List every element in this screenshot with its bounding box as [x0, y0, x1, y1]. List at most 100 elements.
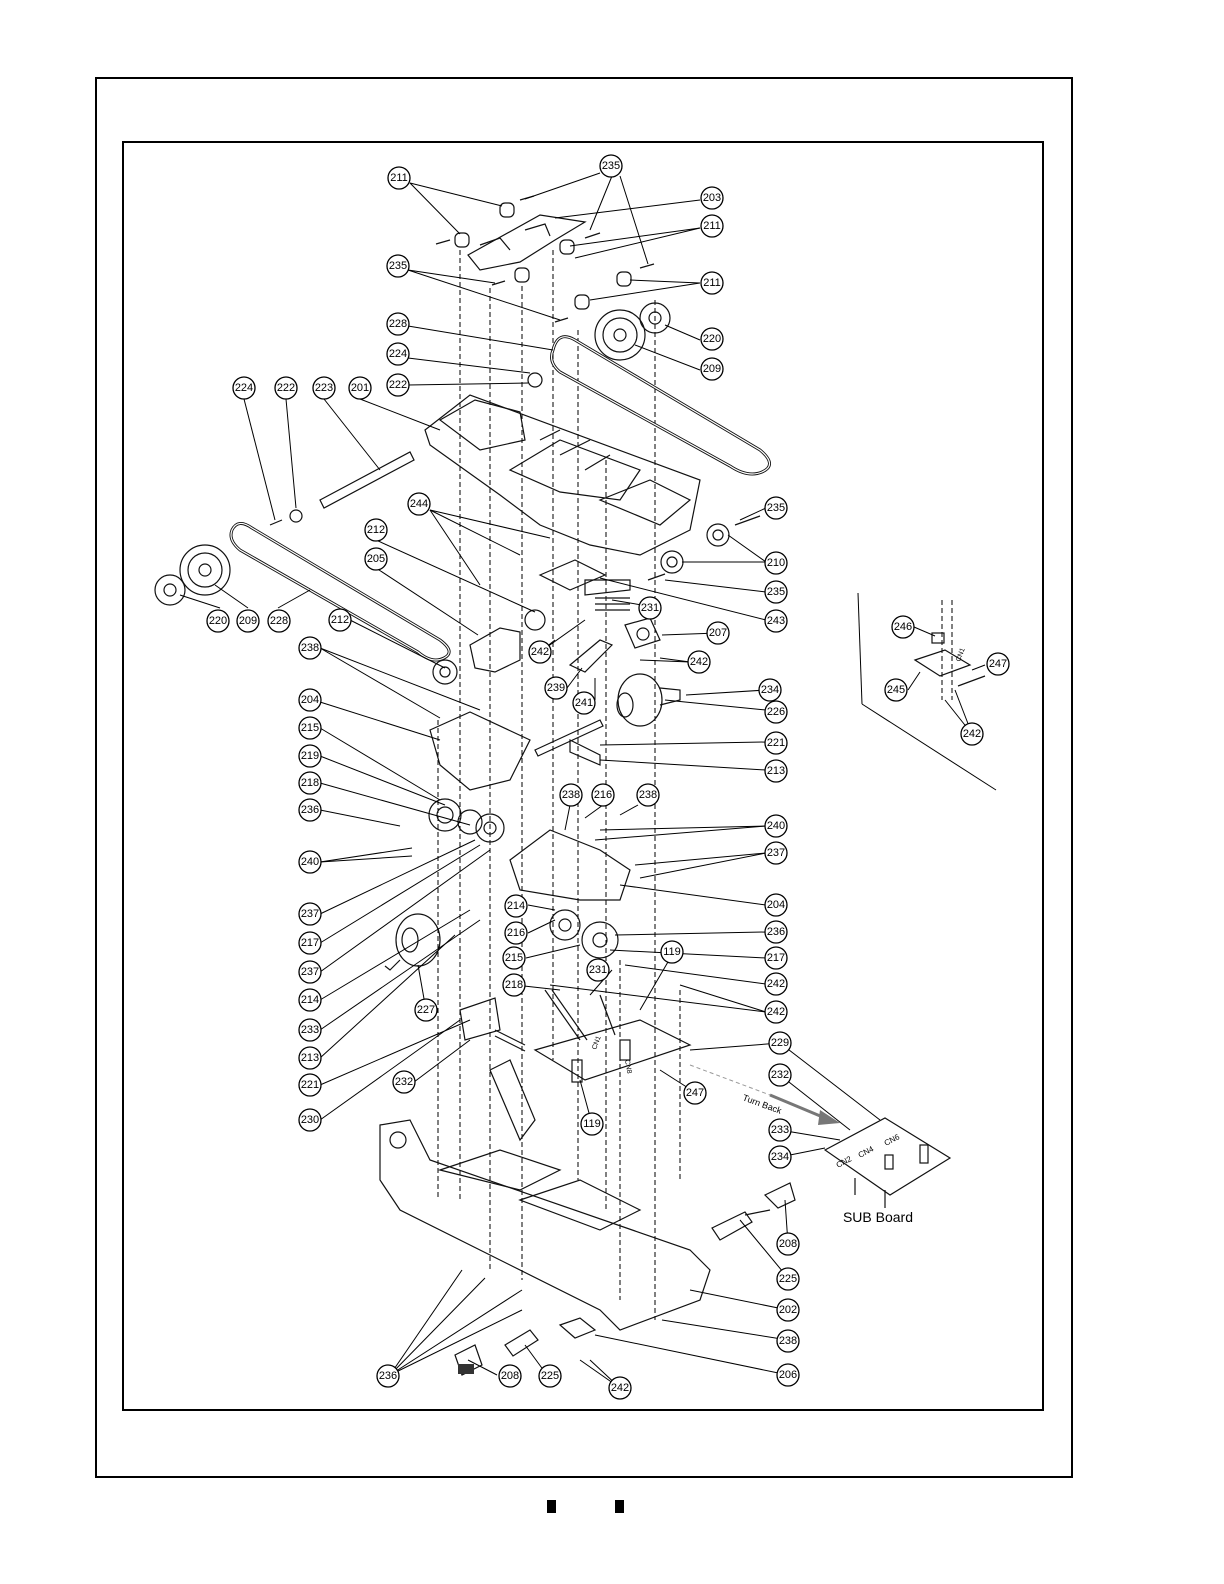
svg-text:230: 230 — [301, 1114, 319, 1126]
svg-text:220: 220 — [703, 333, 721, 345]
svg-text:236: 236 — [379, 1370, 397, 1382]
callout-231-a: 231 — [638, 596, 662, 620]
svg-text:238: 238 — [562, 789, 580, 801]
main-board-229 — [533, 989, 692, 1083]
callout-215-b: 215 — [502, 946, 526, 970]
svg-text:238: 238 — [639, 789, 657, 801]
top-belt — [550, 335, 771, 476]
svg-text:205: 205 — [367, 553, 385, 565]
svg-text:235: 235 — [767, 502, 785, 514]
callout-214-b: 214 — [298, 988, 322, 1012]
callout-213-a: 213 — [764, 759, 788, 783]
callout-228-b: 228 — [267, 609, 291, 633]
callout-208-b: 208 — [498, 1364, 522, 1388]
svg-text:247: 247 — [686, 1087, 704, 1099]
callout-234-b: 234 — [768, 1145, 792, 1169]
callout-235-b: 235 — [386, 254, 410, 278]
callout-240-b: 240 — [298, 850, 322, 874]
svg-text:208: 208 — [779, 1238, 797, 1250]
svg-text:212: 212 — [331, 614, 349, 626]
callout-213-b: 213 — [298, 1046, 322, 1070]
callout-227: 227 — [414, 998, 438, 1022]
svg-text:222: 222 — [277, 382, 295, 394]
left-belt — [229, 522, 451, 662]
cn8-label: CN8 — [623, 1059, 632, 1074]
callout-244: 244 — [407, 492, 431, 516]
detail-sensor-assembly — [913, 632, 986, 687]
callout-229: 229 — [768, 1031, 792, 1055]
detail-inset-outline — [857, 592, 997, 791]
callout-243: 243 — [764, 609, 788, 633]
callout-241: 241 — [572, 691, 596, 715]
callout-212-a: 212 — [364, 518, 388, 542]
callout-216-a: 216 — [591, 783, 615, 807]
svg-text:242: 242 — [531, 646, 549, 658]
svg-text:231: 231 — [641, 602, 659, 614]
callout-214-a: 214 — [504, 894, 528, 918]
callout-237-a: 237 — [764, 841, 788, 865]
svg-text:215: 215 — [505, 952, 523, 964]
svg-text:221: 221 — [767, 737, 785, 749]
callout-238-c: 238 — [636, 783, 660, 807]
cn1-top-label: CN1 — [955, 647, 966, 663]
svg-text:211: 211 — [390, 172, 408, 184]
svg-text:233: 233 — [301, 1024, 319, 1036]
handle-208-right — [744, 1182, 796, 1216]
svg-text:223: 223 — [315, 382, 333, 394]
svg-text:211: 211 — [703, 220, 721, 232]
svg-text:235: 235 — [389, 260, 407, 272]
callout-224-a: 224 — [386, 342, 410, 366]
cn6-label: CN6 — [883, 1132, 902, 1148]
callout-217-a: 217 — [298, 931, 322, 955]
gear-bracket-205 — [432, 609, 546, 685]
svg-text:219: 219 — [301, 750, 319, 762]
svg-text:237: 237 — [301, 966, 319, 978]
callout-201: 201 — [348, 376, 372, 400]
svg-text:240: 240 — [767, 820, 785, 832]
svg-text:215: 215 — [301, 722, 319, 734]
top-pulley — [527, 302, 671, 388]
svg-text:203: 203 — [703, 192, 721, 204]
svg-text:213: 213 — [301, 1052, 319, 1064]
callout-236-c: 236 — [376, 1364, 400, 1388]
svg-text:247: 247 — [989, 658, 1007, 670]
svg-text:235: 235 — [767, 586, 785, 598]
callout-210: 210 — [764, 551, 788, 575]
callout-208-a: 208 — [776, 1232, 800, 1256]
svg-text:243: 243 — [767, 615, 785, 627]
svg-text:234: 234 — [761, 684, 779, 696]
svg-text:236: 236 — [767, 926, 785, 938]
callout-215-a: 215 — [298, 716, 322, 740]
cam-plate-part — [435, 195, 655, 323]
svg-text:237: 237 — [767, 847, 785, 859]
callout-205: 205 — [364, 547, 388, 571]
svg-text:119: 119 — [663, 946, 681, 958]
callout-233-a: 233 — [298, 1018, 322, 1042]
svg-text:245: 245 — [887, 684, 905, 696]
callout-221-a: 221 — [764, 731, 788, 755]
svg-text:232: 232 — [771, 1069, 789, 1081]
motor-226 — [616, 673, 681, 727]
callout-226: 226 — [764, 700, 788, 724]
callout-242-f: 242 — [960, 722, 984, 746]
svg-text:214: 214 — [301, 994, 319, 1006]
svg-text:213: 213 — [767, 765, 785, 777]
svg-text:214: 214 — [507, 900, 525, 912]
callout-204-a: 204 — [298, 688, 322, 712]
callout-119-a: 119 — [660, 940, 684, 964]
sensor-block-231 — [538, 559, 631, 611]
svg-text:217: 217 — [767, 952, 785, 964]
callout-220-b: 220 — [206, 609, 230, 633]
callout-242-e: 242 — [608, 1376, 632, 1400]
svg-text:225: 225 — [779, 1273, 797, 1285]
callout-245: 245 — [884, 678, 908, 702]
svg-text:241: 241 — [575, 697, 593, 709]
svg-text:218: 218 — [505, 979, 523, 991]
callout-232-b: 232 — [768, 1063, 792, 1087]
callout-219: 219 — [298, 744, 322, 768]
bracket-230 — [459, 997, 526, 1052]
svg-text:224: 224 — [389, 348, 407, 360]
spring-239 — [568, 639, 614, 673]
callout-234-a: 234 — [758, 678, 782, 702]
svg-text:232: 232 — [395, 1076, 413, 1088]
